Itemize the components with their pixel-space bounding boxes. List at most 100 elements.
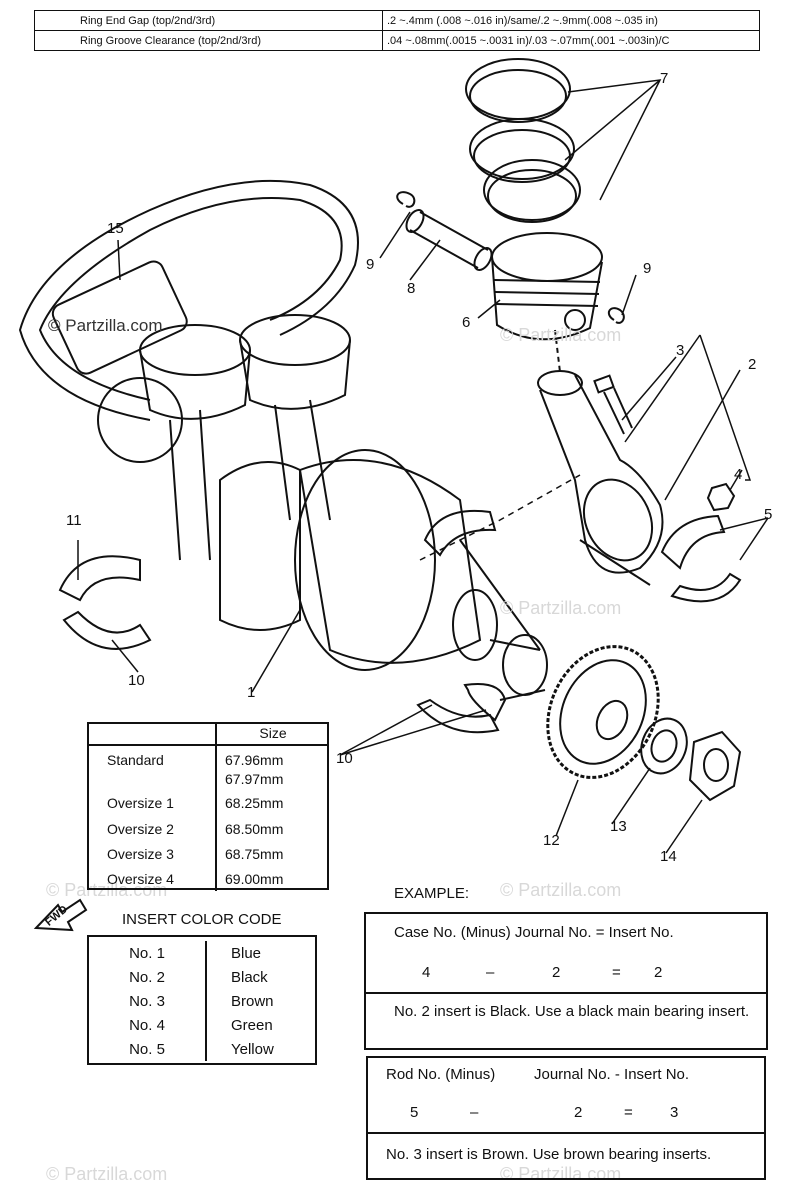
- connecting-rod: [537, 370, 664, 586]
- size-value: 69.00mm: [215, 866, 329, 891]
- callout-15: 15: [107, 220, 124, 237]
- callout-5: 5: [764, 506, 773, 523]
- table-row: Standard 67.96mm: [87, 745, 329, 768]
- callout-1: 1: [247, 684, 256, 701]
- size-label: Oversize 2: [107, 820, 174, 837]
- spec-table: Ring End Gap (top/2nd/3rd) .2 ~.4mm (.00…: [34, 10, 760, 51]
- rod-note: No. 3 insert is Brown. Use brown bearing…: [386, 1146, 712, 1163]
- table-row: Oversize 3 68.75mm: [87, 841, 329, 866]
- size-label: Oversize 4: [107, 870, 174, 887]
- sprocket: [546, 645, 660, 779]
- fwd-arrow-icon: [33, 898, 88, 932]
- case-value-c: 2: [654, 964, 663, 981]
- insert-color: Green: [231, 1016, 273, 1034]
- watermark: © Partzilla.com: [46, 880, 168, 900]
- callout-8: 8: [407, 280, 416, 297]
- rod-op: –: [470, 1104, 479, 1121]
- size-value: 67.96mm: [215, 745, 329, 768]
- timing-chain: [18, 179, 359, 421]
- callout-4: 4: [734, 466, 743, 483]
- callout-11: 11: [66, 512, 82, 529]
- callout-3: 3: [676, 342, 685, 359]
- example-box-rod: Rod No. (Minus) Journal No. - Insert No.…: [366, 1056, 766, 1180]
- callout-14: 14: [660, 848, 677, 865]
- rod-formula-left: Rod No. (Minus): [386, 1066, 496, 1083]
- spec-value: .2 ~.4mm (.008 ~.016 in)/same/.2 ~.9mm(.…: [382, 10, 760, 31]
- watermark: © Partzilla.com: [46, 1164, 168, 1184]
- rod-bolt: [593, 374, 633, 435]
- piston-rings: [465, 58, 581, 223]
- crank-nut: [688, 730, 742, 802]
- spec-value: .04 ~.08mm(.0015 ~.0031 in)/.03 ~.07mm(.…: [382, 30, 760, 51]
- table-row: No. 3 Brown: [89, 989, 315, 1013]
- table-row: Oversize 4 69.00mm: [87, 866, 329, 891]
- spec-label: Ring End Gap (top/2nd/3rd): [34, 10, 383, 31]
- size-value: 68.25mm: [215, 790, 329, 816]
- rod-formula-right: Journal No. - Insert No.: [534, 1066, 690, 1083]
- size-label: Oversize 1: [107, 795, 174, 811]
- size-header: Size: [215, 722, 329, 746]
- insert-no: No. 3: [89, 989, 207, 1013]
- rod-nut: [706, 482, 736, 512]
- table-row: Oversize 2 68.50mm: [87, 816, 329, 841]
- table-header-row: Size: [87, 722, 329, 746]
- table-row: Oversize 1 68.25mm: [87, 790, 329, 816]
- example-heading: EXAMPLE:: [394, 885, 470, 902]
- case-value-a: 4: [422, 964, 431, 981]
- callout-13: 13: [610, 818, 627, 835]
- watermark-logo: © Partzilla.com: [48, 316, 163, 335]
- size-table: Size Standard 67.96mm 67.97mm Oversize 1…: [87, 722, 329, 891]
- rod-value-b: 2: [574, 1104, 583, 1121]
- crankshaft: [97, 314, 548, 701]
- watermark: © Partzilla.com: [500, 880, 622, 900]
- table-row: No. 5 Yellow: [89, 1037, 315, 1061]
- callout-9b: 9: [643, 260, 652, 277]
- size-value: 67.97mm: [215, 768, 329, 790]
- leader-lines: [77, 79, 769, 854]
- callout-10b: 10: [336, 750, 353, 767]
- rod-bearings: [660, 514, 742, 603]
- size-value: 68.50mm: [215, 816, 329, 841]
- circlip: [607, 307, 625, 324]
- table-row: No. 4 Green: [89, 1013, 315, 1037]
- callout-9: 9: [366, 256, 375, 273]
- insert-color-title: INSERT COLOR CODE: [122, 911, 282, 928]
- insert-color: Brown: [231, 992, 274, 1010]
- insert-no: No. 1: [89, 941, 207, 965]
- case-note: No. 2 insert is Black. Use a black main …: [394, 1003, 750, 1020]
- size-label: Oversize 3: [107, 845, 174, 862]
- table-row: Ring End Gap (top/2nd/3rd) .2 ~.4mm (.00…: [34, 10, 760, 31]
- case-formula: Case No. (Minus) Journal No. = Insert No…: [394, 924, 674, 941]
- insert-no: No. 4: [89, 1013, 207, 1037]
- watermark: © Partzilla.com: [500, 325, 622, 345]
- insert-no: No. 5: [89, 1037, 207, 1061]
- callout-6: 6: [462, 314, 471, 331]
- rod-value-c: 3: [670, 1104, 679, 1121]
- rod-value-a: 5: [410, 1104, 419, 1121]
- callout-10: 10: [128, 672, 145, 689]
- table-row: No. 1 Blue: [89, 941, 315, 965]
- callout-12: 12: [543, 832, 560, 849]
- insert-color: Yellow: [231, 1040, 274, 1058]
- rod-eq: =: [624, 1104, 633, 1121]
- table-row: 67.97mm: [87, 768, 329, 790]
- watermark: © Partzilla.com: [500, 598, 622, 618]
- washer: [640, 717, 688, 775]
- size-value: 68.75mm: [215, 841, 329, 866]
- table-row: Ring Groove Clearance (top/2nd/3rd) .04 …: [34, 30, 760, 51]
- callout-7: 7: [660, 70, 669, 87]
- piston: [491, 232, 603, 373]
- case-value-b: 2: [552, 964, 561, 981]
- insert-color: Black: [231, 968, 268, 986]
- insert-color-frame: [87, 935, 317, 1065]
- circlip: [396, 191, 416, 208]
- spec-label: Ring Groove Clearance (top/2nd/3rd): [34, 30, 383, 51]
- case-op: –: [486, 964, 495, 981]
- size-label: [87, 768, 216, 790]
- insert-color: Blue: [231, 944, 262, 962]
- case-eq: =: [612, 964, 621, 981]
